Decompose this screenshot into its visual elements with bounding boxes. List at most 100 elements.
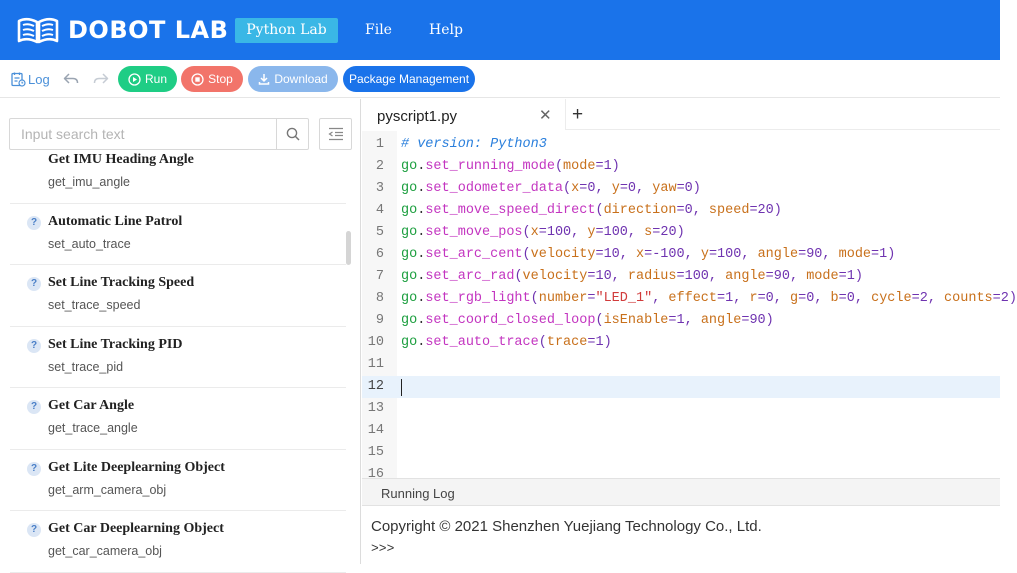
code-text: go.set_odometer_data(x=0, y=0, yaw=0)	[401, 181, 701, 196]
block-title: Get Car Deeplearning Object	[48, 521, 224, 536]
download-button[interactable]: Download	[248, 66, 338, 92]
collapse-list-button[interactable]	[319, 118, 352, 150]
download-label: Download	[274, 72, 328, 86]
list-item[interactable]: ? Get Car Deeplearning Object get_car_ca…	[10, 511, 346, 573]
line-number: 10	[367, 335, 384, 350]
block-list: ? Get IMU Heading Angle get_imu_angle ? …	[10, 152, 346, 573]
line-number: 11	[367, 357, 384, 372]
code-line[interactable]: 13	[362, 398, 1000, 420]
code-line[interactable]: 1# version: Python3	[362, 134, 1000, 156]
package-management-button[interactable]: Package Management	[343, 66, 475, 92]
brand-name: DOBOT LAB	[68, 16, 229, 44]
code-line[interactable]: 7 go.set_arc_rad(velocity=10, radius=100,…	[362, 266, 1000, 288]
code-line[interactable]: 4 go.set_move_speed_direct(direction=0, s…	[362, 200, 1000, 222]
collapse-list-icon	[327, 127, 343, 141]
stop-label: Stop	[208, 72, 233, 86]
line-number: 3	[375, 181, 384, 196]
code-text: go.set_rgb_light(number="LED_1", effect=…	[401, 291, 1017, 306]
help-icon[interactable]: ?	[27, 338, 41, 353]
tab-pyscript1[interactable]: pyscript1.py ✕	[362, 99, 566, 130]
tab-running-log[interactable]: Running Log	[381, 486, 455, 501]
list-item[interactable]: ? Set Line Tracking PID set_trace_pid	[10, 327, 346, 388]
line-number: 12	[367, 379, 384, 394]
help-icon[interactable]: ?	[27, 277, 41, 291]
run-label: Run	[144, 72, 167, 86]
block-title: Get Car Angle	[48, 398, 135, 413]
help-icon[interactable]: ?	[27, 461, 41, 476]
block-library-panel: ? Get IMU Heading Angle get_imu_angle ? …	[0, 99, 361, 573]
run-button[interactable]: Run	[118, 66, 177, 92]
plus-icon[interactable]: +	[572, 104, 584, 125]
code-line[interactable]: 9 go.set_coord_closed_loop(isEnable=1, an…	[362, 310, 1000, 332]
line-number: 6	[375, 247, 384, 262]
help-menu[interactable]: Help	[429, 22, 463, 38]
list-item[interactable]: ? Get Car Angle get_trace_angle	[10, 388, 346, 450]
code-line[interactable]: 11	[362, 354, 1000, 376]
line-number: 1	[375, 137, 384, 152]
help-icon[interactable]: ?	[27, 215, 41, 230]
text-cursor	[401, 379, 402, 396]
running-log-tabbar: Running Log	[362, 478, 1000, 506]
python-lab-tab[interactable]: Python Lab	[235, 18, 338, 43]
redo-icon[interactable]	[92, 70, 110, 88]
list-item[interactable]: ? Get Lite Deeplearning Object get_arm_c…	[10, 450, 346, 511]
search-button[interactable]	[276, 119, 308, 149]
block-title: Set Line Tracking Speed	[48, 275, 195, 290]
code-line[interactable]: 8 go.set_rgb_light(number="LED_1", effect…	[362, 288, 1017, 310]
line-number: 14	[367, 423, 384, 438]
top-header: DOBOT LAB Python Lab File Help	[0, 0, 1000, 60]
stop-icon	[191, 72, 204, 86]
help-icon[interactable]: ?	[27, 523, 41, 537]
code-line[interactable]: 15	[362, 442, 1000, 464]
stop-button[interactable]: Stop	[181, 66, 243, 92]
search-input[interactable]	[10, 119, 276, 149]
log-icon	[11, 72, 26, 87]
block-function-name: get_trace_angle	[48, 421, 138, 435]
play-icon	[128, 72, 141, 86]
block-function-name: get_imu_angle	[48, 175, 131, 189]
log-button[interactable]: Log	[10, 69, 50, 89]
code-text: go.set_move_speed_direct(direction=0, sp…	[401, 203, 782, 218]
line-number: 7	[375, 269, 384, 284]
block-function-name: set_trace_speed	[48, 298, 141, 312]
help-icon[interactable]: ?	[27, 400, 41, 414]
editor-tabs: pyscript1.py ✕ +	[362, 99, 1000, 130]
block-function-name: get_car_camera_obj	[48, 544, 162, 558]
line-number: 8	[375, 291, 384, 306]
block-title: Automatic Line Patrol	[48, 213, 183, 229]
code-line[interactable]: 10 go.set_auto_trace(trace=1)	[362, 332, 1000, 354]
code-text: go.set_coord_closed_loop(isEnable=1, ang…	[401, 313, 774, 328]
code-text: go.set_auto_trace(trace=1)	[401, 335, 612, 350]
block-function-name: set_trace_pid	[48, 359, 124, 374]
line-number: 5	[375, 225, 384, 240]
toolbar: Log Run Stop Download Package Management	[0, 60, 1000, 98]
block-list-scrollbar[interactable]	[346, 231, 351, 265]
block-title: Get IMU Heading Angle	[48, 152, 194, 167]
file-menu[interactable]: File	[365, 22, 392, 38]
code-text: go.set_running_mode(mode=1)	[401, 159, 620, 174]
code-line[interactable]: 12	[362, 376, 1000, 398]
block-function-name: get_arm_camera_obj	[48, 482, 167, 497]
line-number: 4	[375, 203, 384, 218]
copyright-text: Copyright © 2021 Shenzhen Yuejiang Techn…	[371, 518, 762, 535]
line-number: 15	[367, 445, 384, 460]
code-line[interactable]: 14	[362, 420, 1000, 442]
undo-icon[interactable]	[62, 70, 80, 88]
brand-logo[interactable]: DOBOT LAB	[16, 14, 228, 46]
block-function-name: set_auto_trace	[48, 236, 131, 251]
code-line[interactable]: 3 go.set_odometer_data(x=0, y=0, yaw=0)	[362, 178, 1000, 200]
line-number: 13	[367, 401, 384, 416]
dobot-book-logo-icon	[17, 17, 59, 44]
code-text: go.set_arc_rad(velocity=10, radius=100, …	[401, 269, 863, 284]
list-item[interactable]: ? Automatic Line Patrol set_auto_trace	[10, 204, 346, 265]
block-title: Get Lite Deeplearning Object	[48, 459, 225, 475]
list-item[interactable]: ? Get IMU Heading Angle get_imu_angle	[10, 142, 346, 204]
line-number: 9	[375, 313, 384, 328]
close-icon[interactable]: ✕	[539, 107, 552, 124]
list-item[interactable]: ? Set Line Tracking Speed set_trace_spee…	[10, 265, 346, 327]
running-log-console[interactable]: Copyright © 2021 Shenzhen Yuejiang Techn…	[362, 506, 1000, 564]
